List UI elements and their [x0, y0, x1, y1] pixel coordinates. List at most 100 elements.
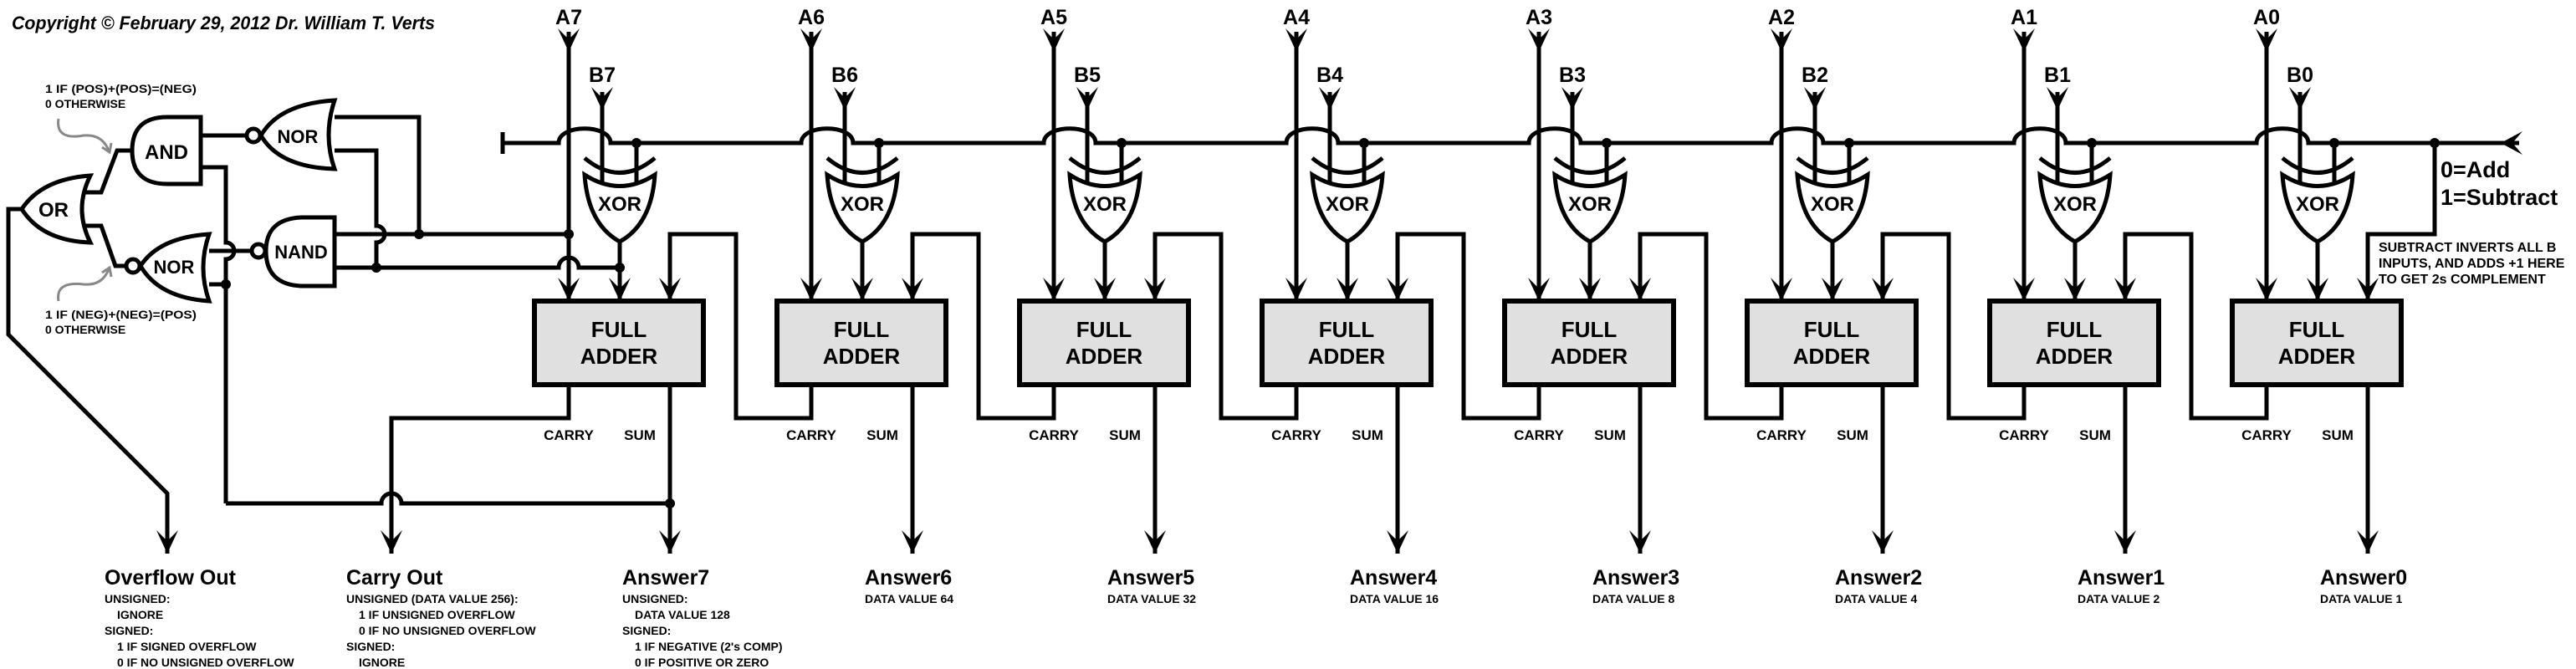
b-input-label: B1	[2044, 64, 2071, 87]
sum-label: SUM	[624, 427, 656, 443]
sum-arrow-icon	[1629, 530, 1651, 554]
xor-gate	[2280, 156, 2355, 244]
fa-b-arrow-icon	[2307, 278, 2328, 301]
b-input-label: B7	[589, 64, 616, 87]
fa-a-arrow-icon	[1285, 278, 1307, 301]
junction-dot	[2087, 138, 2097, 148]
answer-detail-text: UNSIGNED:	[622, 592, 688, 605]
xor-label: XOR	[1326, 193, 1369, 216]
note-arrowhead-icon	[101, 265, 113, 278]
nor-input-a-wire	[335, 115, 422, 234]
b-input-label: B0	[2287, 64, 2313, 87]
overflow-out-label: Overflow Out	[105, 566, 237, 590]
xor-back-curve	[1068, 156, 1142, 175]
b-input-label: B4	[1316, 64, 1343, 87]
b-input-arrow-icon	[1319, 87, 1341, 110]
fa-carry-in-arrow-icon	[1387, 278, 1408, 301]
xor-back-curve	[825, 156, 899, 175]
junction-dot	[874, 138, 884, 148]
carry-chain-wire	[667, 232, 814, 421]
carry-chain-wire	[1153, 232, 1299, 421]
carry-out-detail: 0 IF NO UNSIGNED OVERFLOW	[359, 624, 536, 637]
copyright-text: Copyright © February 29, 2012 Dr. Willia…	[12, 13, 435, 33]
b-input-arrow-icon	[2047, 87, 2068, 110]
full-adder-box	[1260, 299, 1434, 387]
xor-gate	[1310, 156, 1385, 244]
answer-label: Answer5	[1107, 566, 1194, 590]
a-input-label: A6	[798, 6, 825, 29]
a-input-arrow-icon	[2256, 28, 2277, 52]
junction-dot	[2329, 138, 2339, 148]
full-adder-label: ADDER	[1308, 344, 1386, 369]
xor-gate	[582, 156, 657, 244]
and-gate-label: AND	[145, 141, 188, 164]
subtract-note-text: TO GET 2s COMPLEMENT	[2379, 273, 2546, 287]
sum-label: SUM	[2322, 427, 2354, 443]
xor-gate	[1795, 156, 1870, 244]
xor-gate	[1552, 156, 1628, 244]
full-adder-box	[532, 299, 706, 387]
or-gate-label: OR	[38, 199, 69, 222]
answer-detail-text: DATA VALUE 4	[1835, 592, 1917, 605]
junction-dot	[2430, 138, 2440, 148]
xor-body	[1310, 171, 1385, 244]
carry-chain-wire	[910, 232, 1056, 421]
junction-dot	[221, 279, 231, 289]
xor-body	[1067, 171, 1142, 244]
junction-dot	[414, 229, 424, 239]
junction-dot	[1359, 138, 1369, 148]
sum-arrow-icon	[659, 530, 681, 554]
a-input-arrow-icon	[558, 28, 580, 52]
fa-a-arrow-icon	[1528, 278, 1550, 301]
carry-in-wire	[2365, 143, 2437, 301]
a-input-arrow-icon	[800, 28, 822, 52]
fa-carry-in-arrow-icon	[2357, 278, 2379, 301]
nand-gate-label: NAND	[274, 242, 328, 263]
junction-dot	[665, 498, 675, 508]
answer-label: Answer4	[1350, 566, 1437, 590]
or-gate	[19, 173, 95, 245]
xor-back-curve	[1553, 156, 1627, 175]
and-gate	[130, 115, 203, 186]
nor-gate-top	[258, 98, 338, 171]
full-adder-label: FULL	[834, 317, 890, 342]
sum-label: SUM	[1109, 427, 1141, 443]
sum-arrow-icon	[1144, 530, 1166, 554]
full-adder-label: ADDER	[1793, 344, 1871, 369]
b-input-arrow-icon	[591, 87, 613, 110]
xor-body	[1552, 171, 1628, 244]
fa-a-arrow-icon	[800, 278, 822, 301]
a-input-arrow-icon	[1528, 28, 1550, 52]
full-adder-box	[1017, 299, 1191, 387]
sum-label: SUM	[866, 427, 898, 443]
fa-b-arrow-icon	[1094, 278, 1116, 301]
full-adder-box	[1502, 299, 1676, 387]
overflow-out-detail: IGNORE	[117, 608, 163, 621]
sum-arrow-icon	[1387, 530, 1408, 554]
a-input-label: A4	[1283, 6, 1310, 29]
xor-back-curve	[583, 156, 657, 175]
xor-label: XOR	[841, 193, 884, 216]
junction-dot	[1602, 138, 1612, 148]
fa-a-arrow-icon	[1043, 278, 1065, 301]
full-adder-box	[774, 299, 948, 387]
a-input-arrow-icon	[2013, 28, 2035, 52]
fa-carry-in-arrow-icon	[1629, 278, 1651, 301]
a-input-label: A2	[1768, 6, 1795, 29]
nor-to-or-wire	[84, 223, 126, 268]
answer-label: Answer3	[1592, 566, 1679, 590]
b-input-label: B6	[831, 64, 858, 87]
a-input-label: A1	[2011, 6, 2037, 29]
a-input-arrow-icon	[1285, 28, 1307, 52]
sum-arrow-icon	[902, 530, 923, 554]
b-input-arrow-icon	[2289, 87, 2311, 110]
overflow-out-wire	[6, 207, 170, 554]
note-arrow-icon	[57, 118, 110, 151]
answer-detail-text: SIGNED:	[622, 624, 671, 637]
answer-detail-text: DATA VALUE 8	[1592, 592, 1674, 605]
full-adder-box	[2230, 299, 2404, 387]
xor-body	[582, 171, 657, 244]
fa-a-arrow-icon	[2256, 278, 2277, 301]
